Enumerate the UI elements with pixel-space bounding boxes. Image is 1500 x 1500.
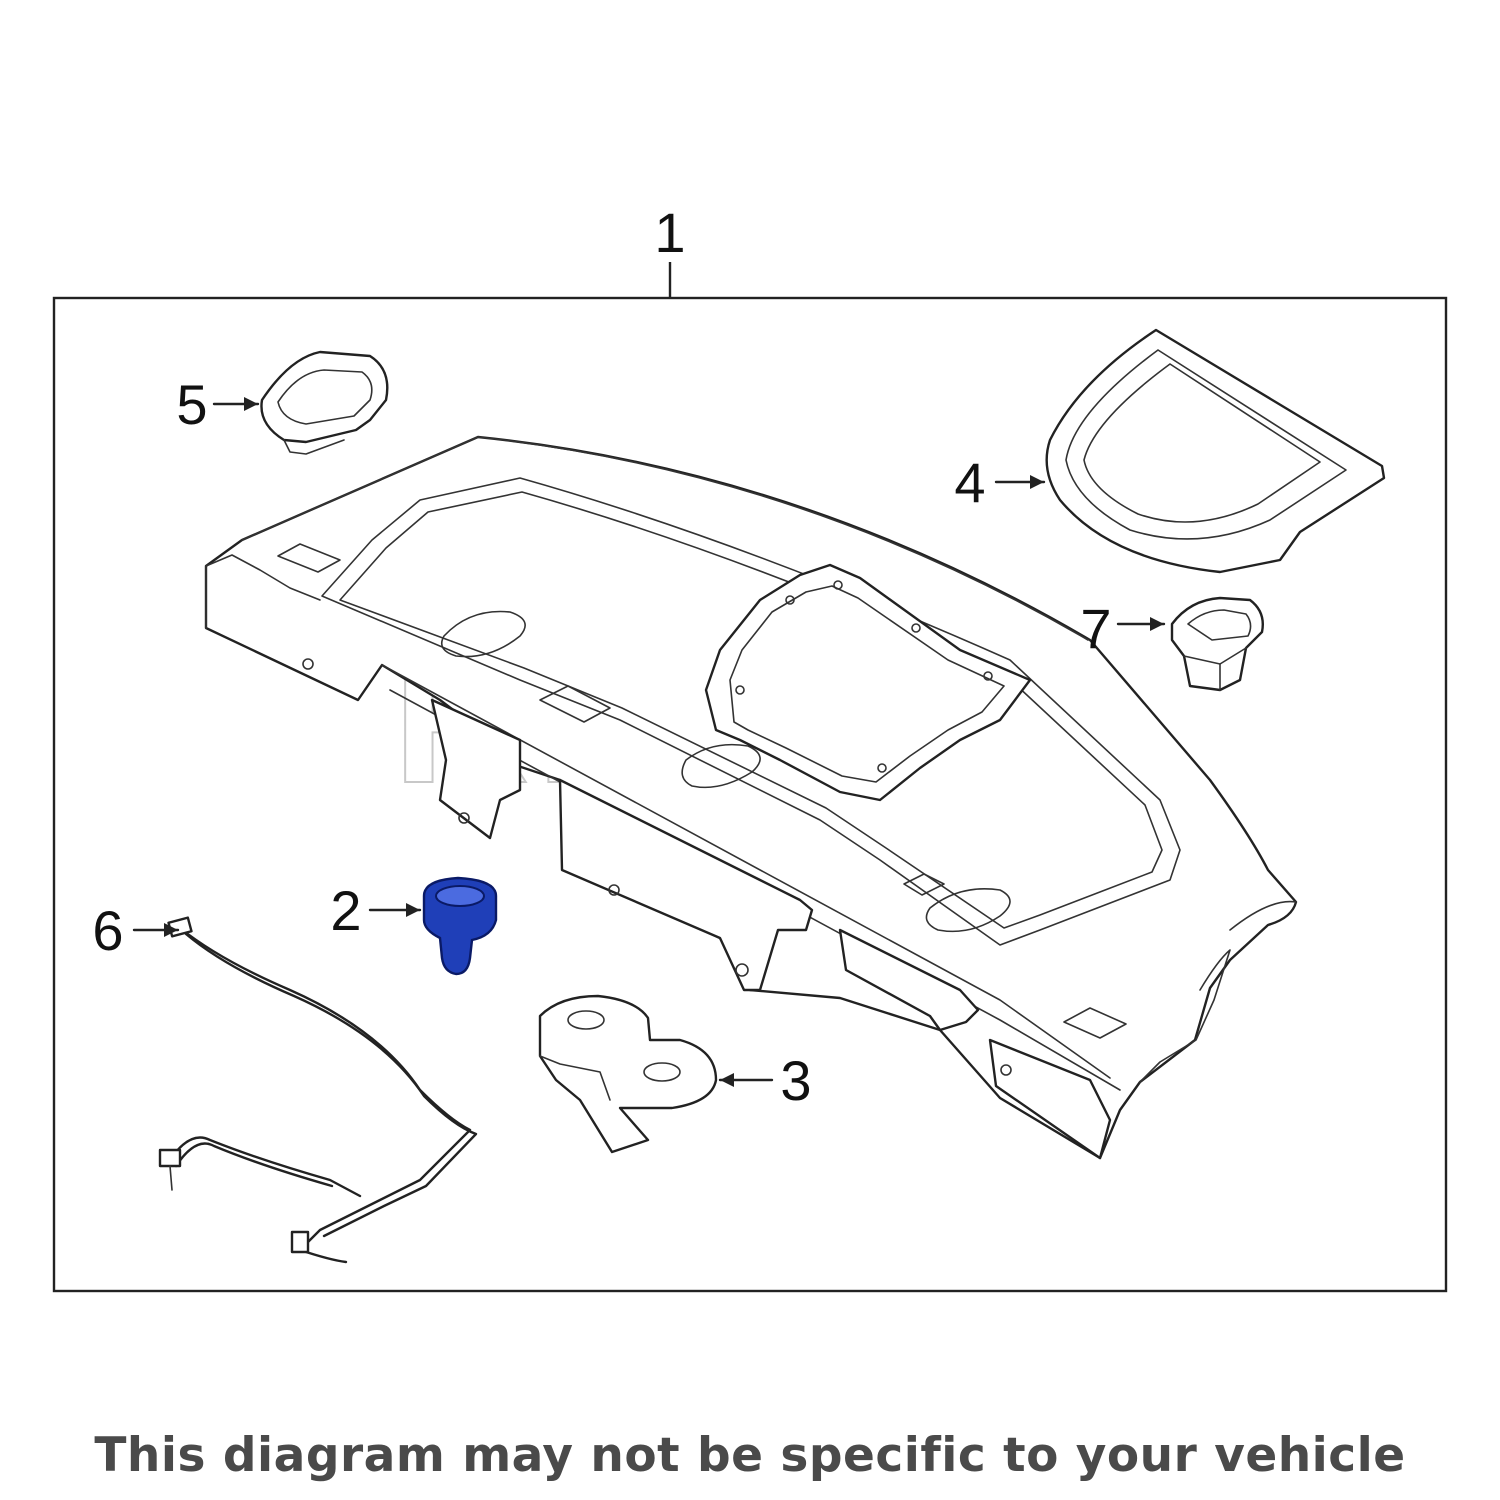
callout-2-label: 2 — [330, 879, 361, 942]
bracket-part — [538, 994, 718, 1154]
callout-3-label: 3 — [780, 1049, 811, 1112]
callout-4-arrow-icon — [1030, 475, 1044, 489]
assembly-frame — [52, 296, 1448, 1293]
wire-harness-part — [158, 916, 478, 1264]
callout-7-arrow-icon — [1150, 617, 1164, 631]
callout-6-arrow-icon — [164, 923, 178, 937]
disclaimer-text: This diagram may not be specific to your… — [94, 1428, 1406, 1483]
callout-7-label: 7 — [1080, 597, 1111, 660]
callout-3-arrow-icon — [720, 1073, 734, 1087]
callout-2-arrow-icon — [406, 903, 420, 917]
speaker-cover-part — [1045, 328, 1386, 574]
callout-5-label: 5 — [176, 373, 207, 436]
callout-4-label: 4 — [954, 451, 985, 514]
package-tray-part — [204, 435, 1298, 1160]
callout-1-label: 1 — [654, 201, 685, 264]
clip-part-highlighted — [422, 876, 498, 976]
grommet-cover-part — [260, 350, 389, 455]
callout-6-label: 6 — [92, 899, 123, 962]
callout-5-arrow-icon — [244, 397, 258, 411]
plug-clip-part — [1170, 596, 1264, 692]
